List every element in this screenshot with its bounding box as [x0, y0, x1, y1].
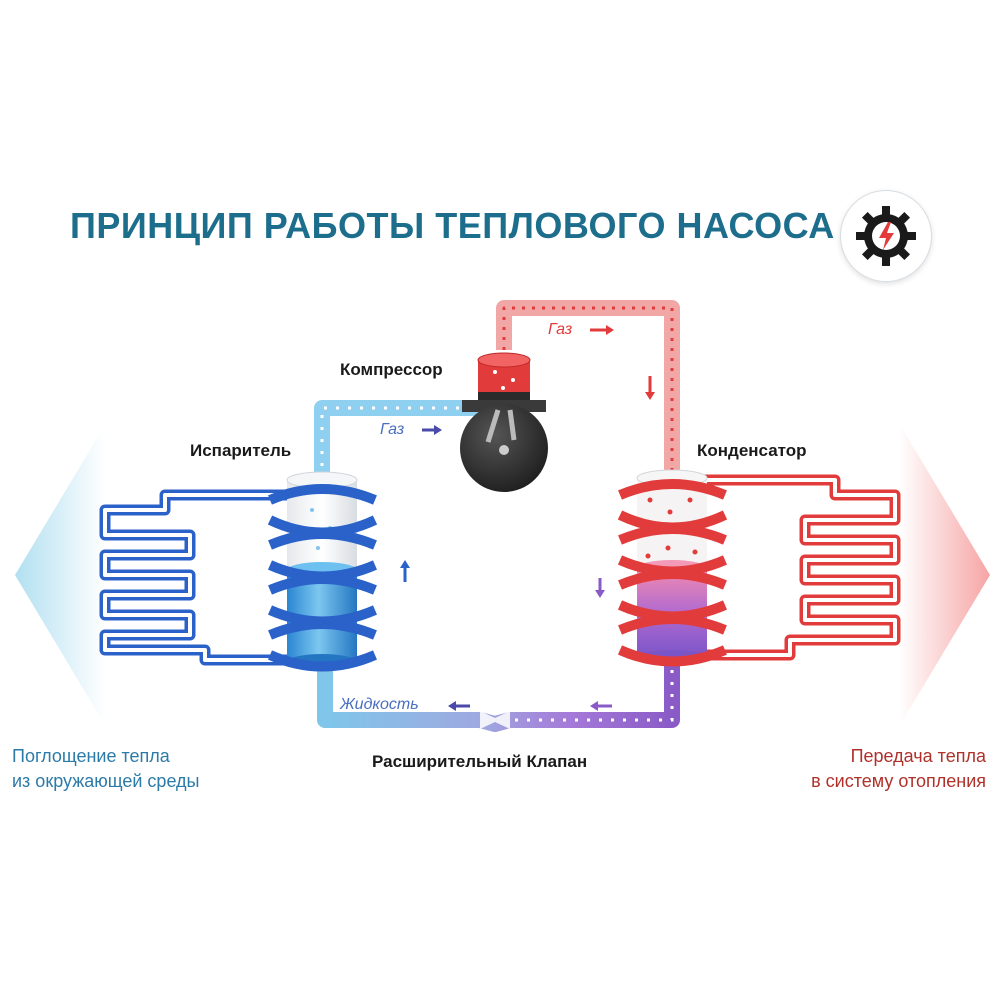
- condenser-coil: [617, 479, 728, 667]
- indoor-coil: [700, 474, 901, 661]
- evaporator-label: Испаритель: [190, 441, 292, 460]
- cold-gas-pipe: [314, 400, 480, 478]
- page-title: ПРИНЦИП РАБОТЫ ТЕПЛОВОГО НАСОСА: [70, 205, 835, 246]
- flow-arrow-left-mixed: [590, 701, 612, 711]
- flow-arrow-liquid: [448, 701, 470, 711]
- heat-absorb-caption: Поглощение тепла из окружающей среды: [12, 744, 200, 794]
- heat-release-line1: Передача тепла: [850, 746, 986, 766]
- gas-hot-label: Газ: [548, 321, 573, 338]
- heat-absorb-arrow: [15, 425, 105, 725]
- flow-arrow-down-hot: [645, 376, 655, 400]
- expansion-valve: [480, 711, 510, 729]
- flow-arrow-down-mixed: [595, 578, 605, 598]
- heat-release-line2: в систему отопления: [811, 771, 986, 791]
- flow-arrow-gas-cold: [422, 425, 442, 435]
- heat-absorb-line2: из окружающей среды: [12, 771, 200, 791]
- compressor: [460, 352, 548, 492]
- heat-release-arrow: [900, 425, 990, 725]
- expansion-valve-label: Расширительный Клапан: [372, 752, 588, 771]
- flow-arrow-gas-hot: [590, 325, 614, 335]
- compressor-label: Компрессор: [340, 360, 443, 379]
- liquid-pipe: [317, 660, 680, 732]
- heat-release-caption: Передача тепла в систему отопления: [786, 744, 986, 794]
- gear-lightning-icon: [840, 190, 932, 282]
- evaporator-coil: [267, 484, 378, 672]
- heat-absorb-line1: Поглощение тепла: [12, 746, 170, 766]
- condenser-label: Конденсатор: [697, 441, 807, 460]
- flow-arrow-up-cold: [400, 560, 410, 582]
- gas-cold-label: Газ: [380, 421, 405, 438]
- liquid-label: Жидкость: [340, 696, 419, 713]
